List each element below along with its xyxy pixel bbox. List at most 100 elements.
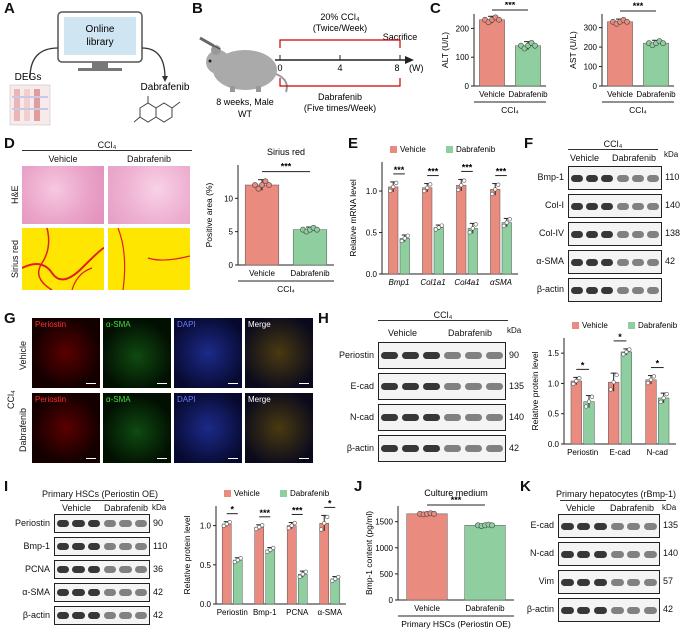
panel-k-title: Primary hepatocytes (rBmp-1) [555, 489, 677, 499]
blot-kda-value: 140 [663, 548, 679, 558]
data-point [259, 182, 265, 188]
data-point [496, 182, 501, 187]
legend-swatch [280, 490, 287, 497]
blot-band [119, 566, 132, 573]
significance-marker: *** [633, 2, 644, 11]
blot-band [570, 258, 583, 266]
data-point [571, 381, 576, 387]
panel-label-c: C [430, 0, 441, 17]
blot-band [56, 589, 69, 596]
heatmap-icon [9, 84, 51, 126]
data-point [439, 223, 444, 228]
data-point [589, 394, 595, 399]
panel-f-group-dabrafenib: Dabrafenib [612, 153, 657, 163]
blot-band [135, 589, 148, 596]
data-point [254, 526, 259, 532]
blot-band [88, 566, 101, 573]
blot-band [72, 589, 85, 596]
panel-g-side-label: CCl₄ [6, 390, 16, 410]
legend-label: Vehicle [400, 145, 426, 154]
scale-bar [299, 457, 309, 459]
data-point [402, 236, 407, 241]
blot-band [423, 414, 440, 421]
panel-h-group-dabrafenib: Dabrafenib [448, 328, 493, 338]
chart-title: Sirius red [267, 147, 305, 157]
data-point [456, 187, 461, 192]
panel-h-kda: kDa [507, 326, 522, 335]
blot-band [56, 543, 69, 550]
data-point [394, 180, 399, 186]
blot-band [644, 522, 658, 530]
blot-kda-value: 140 [509, 411, 525, 422]
mouse-caption-1: 8 weeks, Male [216, 97, 274, 107]
blot-protein-label: PCNA [24, 563, 50, 574]
data-point [388, 188, 393, 193]
blot-strip [568, 250, 662, 274]
blot-band [423, 352, 440, 359]
panel-d-col-vehicle: Vehicle [48, 154, 78, 164]
data-point [433, 227, 438, 232]
blot-protein-label: β-actin [526, 604, 554, 614]
fluorescence-image: Periostin [32, 393, 100, 463]
blot-band [601, 202, 614, 210]
panel-label-e: E [348, 135, 359, 152]
blot-band [644, 550, 658, 558]
bar [515, 45, 541, 87]
channel-label: α-SMA [106, 395, 131, 404]
blot-band [119, 543, 132, 550]
y-tick-label: 1.0 [548, 379, 560, 388]
blot-band [560, 522, 574, 530]
data-point [504, 220, 509, 225]
legend-label: Dabrafenib [290, 489, 330, 498]
dabrafenib-caption: Dabrafenib [141, 82, 190, 93]
data-point [422, 188, 427, 194]
blot-protein-label: E-cad [530, 520, 554, 530]
blot-kda-value: 42 [663, 604, 674, 614]
scale-bar [157, 382, 167, 384]
y-tick-label: 0 [593, 82, 598, 91]
blot-band [560, 606, 574, 614]
blot-protein-label: E-cad [350, 380, 374, 391]
blot-band [119, 612, 132, 619]
blot-band [444, 414, 461, 421]
legend-label: Vehicle [582, 321, 608, 330]
blot-band [616, 230, 629, 238]
blot-band [56, 612, 69, 619]
screen-line-1: Online [86, 24, 115, 35]
dabrafenib-bracket [279, 78, 401, 87]
data-point [300, 572, 305, 577]
blot-kda-value: 140 [665, 200, 681, 210]
arrow-out-icon [141, 47, 166, 79]
blot-protein-label: Periostin [14, 517, 50, 528]
data-point [660, 40, 666, 47]
tick-week-4: 4 [337, 63, 342, 73]
channel-label: Merge [248, 395, 271, 404]
y-axis-label: Bmp-1 content (pg/ml) [364, 511, 374, 595]
bar [479, 19, 505, 87]
blot-band [465, 352, 482, 359]
blot-strip [568, 278, 662, 302]
panel-label-h: H [318, 310, 329, 327]
data-point [583, 404, 589, 409]
molecule-structure-icon [133, 96, 181, 123]
blot-strip [558, 542, 660, 566]
blot-band [88, 612, 101, 619]
blot-band [72, 566, 85, 573]
x-tick-label: E-cad [610, 448, 631, 457]
y-tick-label: 300 [584, 24, 598, 33]
legend-label: Vehicle [234, 489, 260, 498]
blot-band [586, 258, 598, 266]
data-point [462, 178, 467, 183]
blot-band [586, 230, 598, 238]
blot-band [610, 522, 624, 530]
y-tick-label: 0.5 [548, 410, 560, 419]
y-tick-label: 200 [456, 24, 470, 33]
blot-band [570, 202, 583, 210]
data-point [467, 230, 472, 235]
timeline-unit: (W) [409, 63, 424, 73]
x-tick-label: Vehicle [479, 90, 505, 99]
blot-protein-label: α-SMA [536, 256, 564, 266]
blot-band [135, 612, 148, 619]
